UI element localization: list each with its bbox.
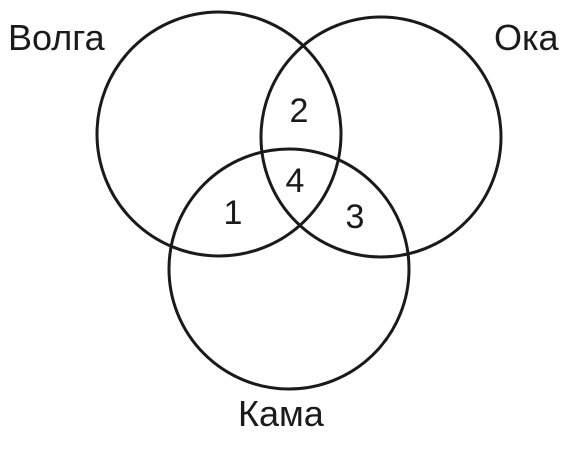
region-label-1: 1 bbox=[223, 194, 243, 232]
circle-volga bbox=[95, 10, 343, 258]
set-label-volga: Волга bbox=[8, 17, 105, 58]
circle-oka bbox=[259, 15, 503, 259]
set-label-kama: Кама bbox=[238, 393, 324, 434]
region-label-3: 3 bbox=[345, 198, 365, 236]
region-label-2: 2 bbox=[289, 92, 309, 130]
circle-kama bbox=[167, 147, 411, 391]
region-label-4: 4 bbox=[285, 162, 305, 200]
set-label-oka: Ока bbox=[494, 17, 559, 58]
